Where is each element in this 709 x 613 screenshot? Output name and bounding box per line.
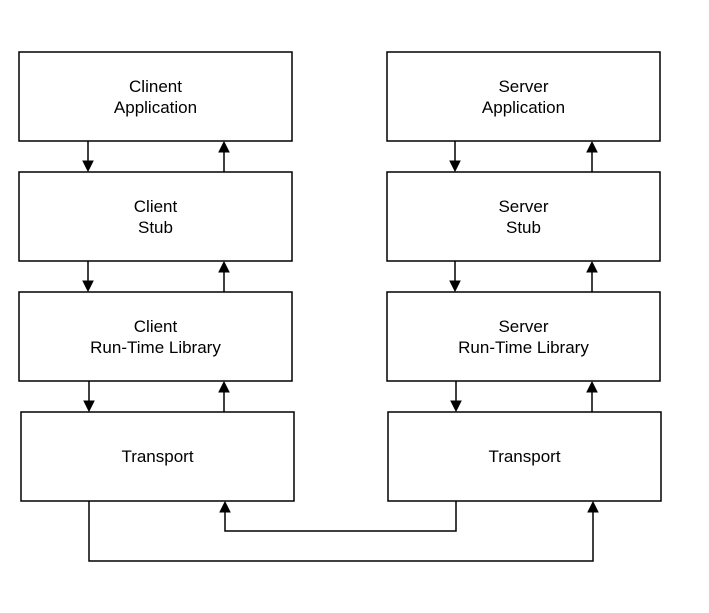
server-stub-to-runtime-arrow [449, 261, 461, 293]
client-transport-label: Transport [121, 447, 193, 466]
server-stub-subtitle: Stub [506, 218, 541, 237]
client-runtime-title: Client [134, 317, 178, 336]
server-runtime-to-transport-arrow [450, 381, 462, 413]
client-application-box: Clinent Application [18, 51, 293, 142]
client-runtime-to-stub-arrow [218, 260, 230, 292]
client-stub-to-runtime-arrow [82, 261, 94, 293]
client-app-to-stub-arrow [82, 141, 94, 173]
client-transport-to-runtime-arrow [218, 380, 230, 412]
server-runtime-to-stub-arrow [586, 260, 598, 292]
client-runtime-subtitle: Run-Time Library [90, 338, 221, 357]
server-transport-label: Transport [488, 447, 560, 466]
server-runtime-box: Server Run-Time Library [386, 291, 661, 382]
server-stub-box: Server Stub [386, 171, 661, 262]
client-runtime-to-transport-arrow [83, 381, 95, 413]
client-application-subtitle: Application [114, 98, 197, 117]
client-stub-subtitle: Stub [138, 218, 173, 237]
server-runtime-title: Server [498, 317, 548, 336]
server-application-title: Server [498, 77, 548, 96]
server-app-to-stub-arrow [449, 141, 461, 173]
server-application-box: Server Application [386, 51, 661, 142]
client-stub-box: Client Stub [18, 171, 293, 262]
client-to-server-transport-arrow [88, 500, 599, 562]
server-to-client-transport-arrow [219, 500, 457, 532]
client-runtime-box: Client Run-Time Library [18, 291, 293, 382]
server-stub-title: Server [498, 197, 548, 216]
client-stub-to-app-arrow [218, 140, 230, 172]
client-transport-box: Transport [20, 411, 295, 502]
server-application-subtitle: Application [482, 98, 565, 117]
server-stub-to-app-arrow [586, 140, 598, 172]
server-transport-to-runtime-arrow [586, 380, 598, 412]
client-application-title: Clinent [129, 77, 182, 96]
client-stub-title: Client [134, 197, 178, 216]
server-runtime-subtitle: Run-Time Library [458, 338, 589, 357]
server-transport-box: Transport [387, 411, 662, 502]
